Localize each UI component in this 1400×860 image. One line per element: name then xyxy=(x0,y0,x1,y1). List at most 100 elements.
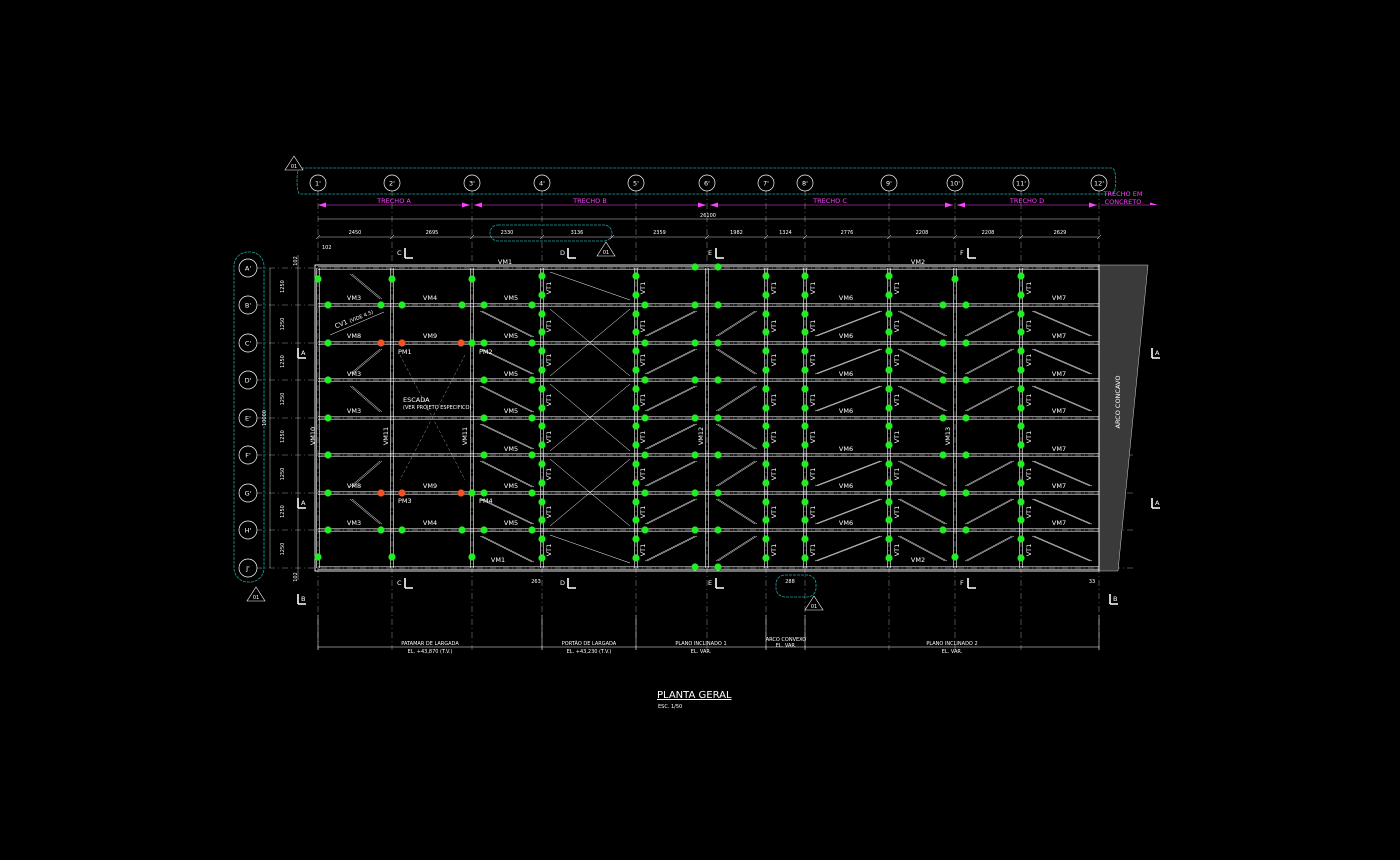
connection-node xyxy=(691,339,699,347)
brace-line xyxy=(966,385,1015,412)
brace-line xyxy=(644,385,696,412)
brace-line xyxy=(897,348,946,375)
beam-label-vt1: VT1 xyxy=(545,320,553,333)
beam-label-vm8: VM8 xyxy=(347,482,361,490)
brace-line xyxy=(966,460,1015,487)
connection-node xyxy=(538,498,546,506)
section-mark-label: A xyxy=(1155,499,1160,507)
connection-node xyxy=(714,339,722,347)
connection-node xyxy=(801,479,809,487)
connection-node xyxy=(324,489,332,497)
beam-label-vm4: VM4 xyxy=(423,294,437,302)
beam-label-vt1: VT1 xyxy=(545,394,553,407)
beam-label-vt1: VT1 xyxy=(770,431,778,444)
connection-node xyxy=(885,366,893,374)
section-mark-label: F xyxy=(960,249,964,257)
rev-tag-top-label: 01 xyxy=(603,250,609,256)
connection-node xyxy=(1017,554,1025,562)
brace-line xyxy=(1033,385,1093,412)
connection-node xyxy=(632,404,640,412)
beam-label-vm11: VM11 xyxy=(382,427,390,445)
grid-bubble-col-label: 4' xyxy=(539,180,545,188)
brace-line xyxy=(715,460,756,487)
beam-label-vm9: VM9 xyxy=(423,332,437,340)
connection-node xyxy=(885,328,893,336)
connection-node xyxy=(762,441,770,449)
connection-node xyxy=(762,404,770,412)
brace-line xyxy=(816,385,883,412)
section-mark xyxy=(1151,348,1160,359)
beam-label-vt1: VT1 xyxy=(809,394,817,407)
brace-line xyxy=(897,535,946,562)
connection-node xyxy=(885,347,893,355)
dim-tick xyxy=(469,234,475,240)
beam-label-vm6: VM6 xyxy=(839,445,853,453)
connection-node xyxy=(801,460,809,468)
section-mark-label: C xyxy=(397,249,402,257)
beam-label-vm7: VM7 xyxy=(1052,294,1066,302)
connection-node xyxy=(762,516,770,524)
connection-node xyxy=(762,479,770,487)
grid-bubble-col xyxy=(757,174,775,192)
connection-node xyxy=(801,328,809,336)
beam-label-vm5: VM5 xyxy=(504,407,518,415)
connection-node xyxy=(939,301,947,309)
brace-line xyxy=(644,348,696,375)
beam-label-vm5: VM5 xyxy=(504,482,518,490)
trecho-arrow xyxy=(710,202,718,208)
grid-bubble-col xyxy=(627,174,645,192)
connection-node xyxy=(632,385,640,393)
beam-label-vm7: VM7 xyxy=(1052,407,1066,415)
connection-node xyxy=(962,414,970,422)
trecho-arrow xyxy=(945,202,953,208)
beam-label-vt1: VT1 xyxy=(809,354,817,367)
zone-name: PORTÃO DE LARGADA xyxy=(562,640,617,647)
beam-label-vt1: VT1 xyxy=(639,544,647,557)
grid-bubble-row-label: H' xyxy=(245,527,252,535)
connection-node xyxy=(939,526,947,534)
section-mark-label: E xyxy=(708,249,712,257)
revision-cloud-left xyxy=(233,251,265,583)
beam-label-vt1: VT1 xyxy=(809,282,817,295)
connection-node xyxy=(885,310,893,318)
connection-node xyxy=(1017,498,1025,506)
connection-node xyxy=(762,460,770,468)
brace-line xyxy=(966,498,1015,525)
beam-label-vm6: VM6 xyxy=(839,370,853,378)
brace-line xyxy=(1031,310,1091,337)
brace-line xyxy=(1031,460,1091,487)
connection-node xyxy=(1017,535,1025,543)
connection-node xyxy=(538,441,546,449)
grid-lines xyxy=(238,174,1135,650)
connection-node xyxy=(885,535,893,543)
brace-line xyxy=(899,460,948,487)
beam-label-vm4: VM4 xyxy=(423,519,437,527)
connection-node xyxy=(538,272,546,280)
connection-node xyxy=(691,263,699,271)
brace-line xyxy=(646,423,698,450)
brace-line xyxy=(717,423,758,450)
sheet-title: PLANTA GERAL xyxy=(657,690,732,701)
rev-tag-left xyxy=(246,586,266,602)
beam-label-vt1: VT1 xyxy=(639,282,647,295)
connection-node xyxy=(468,339,476,347)
outer-frame xyxy=(314,264,1100,572)
connection-node xyxy=(480,339,488,347)
beam-label-vt1: VT1 xyxy=(545,468,553,481)
section-mark xyxy=(1109,594,1118,605)
connection-node xyxy=(538,385,546,393)
connection-node xyxy=(714,376,722,384)
connection-node xyxy=(801,272,809,280)
beam-label-vm5: VM5 xyxy=(504,370,518,378)
connection-node xyxy=(528,339,536,347)
dim-span: 2208 xyxy=(916,230,929,236)
connection-node xyxy=(641,489,649,497)
connection-node xyxy=(762,272,770,280)
brace-line xyxy=(481,348,535,375)
dim-row: 1250 xyxy=(280,318,286,331)
trecho-label: TRECHO C xyxy=(812,197,847,205)
dim-tick xyxy=(802,234,808,240)
brace-line xyxy=(899,310,948,337)
beam-label-vt1: VT1 xyxy=(809,468,817,481)
beam-label-vm7: VM7 xyxy=(1052,332,1066,340)
